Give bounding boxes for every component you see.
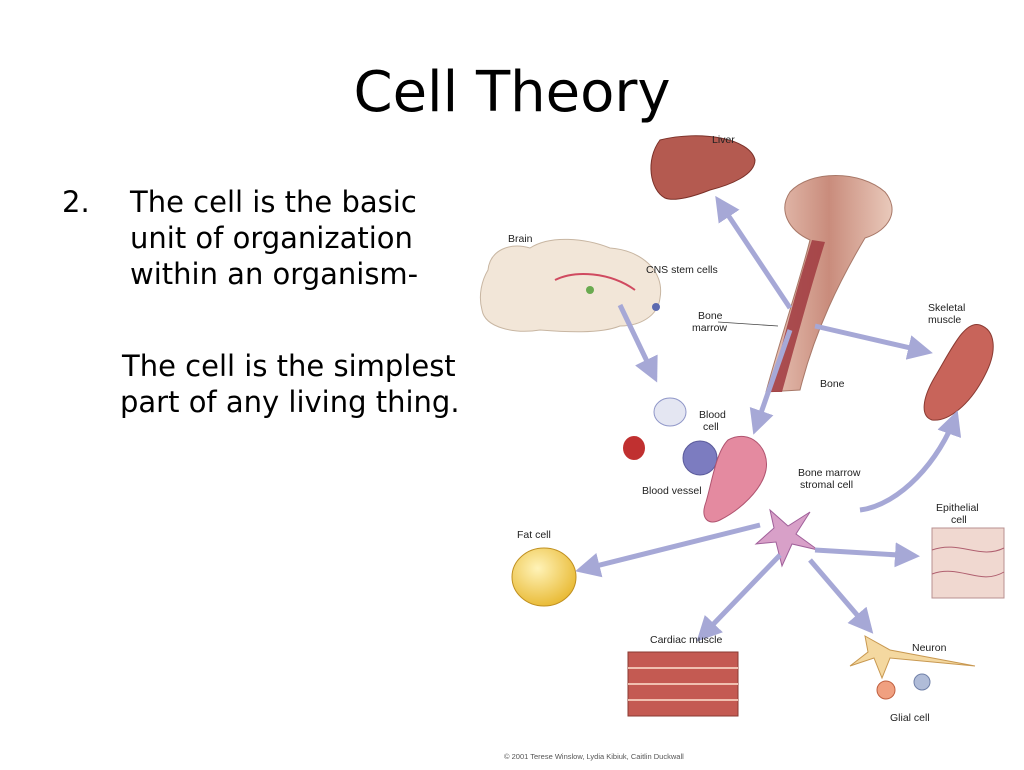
- blood-cell: [682, 440, 718, 476]
- image-credit: © 2001 Terese Winslow, Lydia Kibiuk, Cai…: [504, 752, 684, 761]
- label-epithelial-cell-line1: Epithelial: [936, 502, 979, 514]
- white-blood-cell: [653, 397, 687, 427]
- label-bone-marrow-line2: marrow: [692, 322, 727, 334]
- label-blood-cell-line2: cell: [703, 421, 719, 433]
- liver-illustration: [650, 135, 756, 200]
- diagram-svg: Liver Brain CNS stem cells Bone marrow B…: [479, 134, 1005, 761]
- label-bone: Bone: [820, 378, 845, 390]
- bullet-number: 2.: [62, 185, 90, 219]
- label-blood-cell-line1: Blood: [699, 409, 726, 421]
- label-fat-cell: Fat cell: [517, 529, 551, 541]
- label-skeletal-muscle-line1: Skeletal: [928, 302, 965, 314]
- slide-title: Cell Theory: [353, 60, 671, 125]
- label-bone-marrow-line1: Bone: [698, 310, 723, 322]
- blood-vessel-illustration: [703, 435, 767, 523]
- label-glial-cell: Glial cell: [890, 712, 930, 724]
- red-blood-cell: [623, 436, 645, 460]
- neuron-illustration: [849, 635, 976, 680]
- stromal-cell-illustration: [754, 508, 819, 568]
- differentiation-arrows: [575, 195, 962, 642]
- skeletal-muscle-illustration: [923, 324, 994, 421]
- sub-point-text: The cell is the simplest part of any liv…: [120, 349, 460, 419]
- label-stromal-cell-line1: Bone marrow: [798, 467, 861, 479]
- label-neuron: Neuron: [912, 642, 947, 654]
- label-cardiac-muscle: Cardiac muscle: [650, 634, 723, 646]
- label-stromal-cell-line2: stromal cell: [800, 479, 853, 491]
- bullet-text: The cell is the basic unit of organizati…: [130, 185, 419, 291]
- brain-illustration: [479, 238, 662, 333]
- label-brain: Brain: [508, 233, 533, 245]
- fat-cell-illustration: [511, 547, 577, 607]
- stem-cell-diagram: Liver Brain CNS stem cells Bone marrow B…: [470, 130, 1024, 770]
- glial-cell-illustration: [876, 680, 896, 700]
- label-skeletal-muscle-line2: muscle: [928, 314, 961, 326]
- label-blood-vessel: Blood vessel: [642, 485, 702, 497]
- label-epithelial-cell-line2: cell: [951, 514, 967, 526]
- epithelial-illustration: [931, 527, 1005, 599]
- label-liver: Liver: [712, 134, 735, 146]
- label-cns-stem-cells: CNS stem cells: [646, 264, 718, 276]
